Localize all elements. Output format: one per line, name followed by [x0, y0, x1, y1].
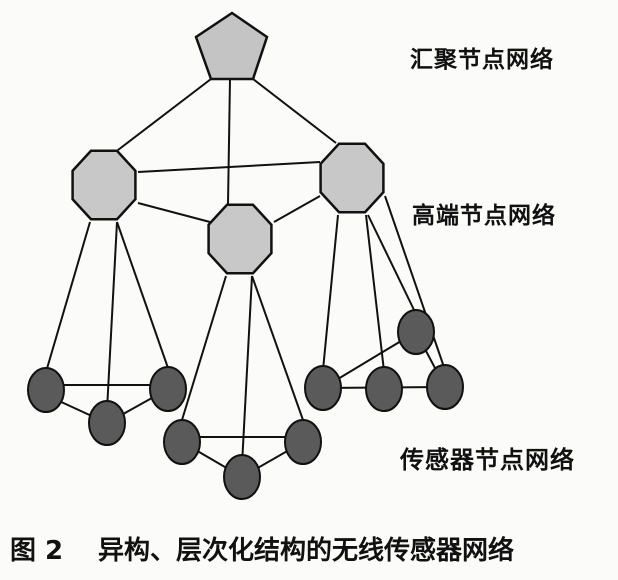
link-edge: [106, 221, 118, 411]
link-edge: [251, 275, 304, 421]
figure-title: 异构、层次化结构的无线传感器网络: [98, 536, 515, 566]
sensor-node-circle: [149, 366, 187, 412]
sensor-node-circle: [365, 366, 403, 412]
sensor-node-circle: [163, 419, 201, 465]
high-end-network-label: 高端节点网络: [412, 203, 556, 229]
sink-node-pentagon: [194, 11, 269, 81]
link-edge: [137, 161, 321, 173]
link-edge: [322, 214, 339, 371]
link-edge: [241, 275, 253, 466]
sensor-node-circle: [426, 364, 464, 410]
high-end-node-octagon: [207, 203, 273, 275]
figure-caption: 图 2 异构、层次化结构的无线传感器网络: [10, 530, 514, 567]
link-edge: [117, 78, 212, 151]
link-edge: [137, 202, 211, 223]
link-edge: [252, 78, 337, 144]
sensor-node-circle: [284, 419, 322, 465]
sink-network-label: 汇聚节点网络: [410, 47, 554, 73]
link-edge: [45, 221, 91, 373]
link-edge: [181, 275, 227, 421]
link-edge: [273, 195, 321, 223]
sensor-node-circle: [397, 309, 435, 355]
sensor-node-circle: [27, 367, 65, 413]
high-end-node-octagon: [319, 142, 385, 214]
link-edge: [367, 214, 417, 315]
sensor-network-label: 传感器节点网络: [400, 446, 575, 474]
high-end-node-octagon: [71, 149, 137, 221]
sensor-node-circle: [223, 454, 261, 500]
sensor-node-circle: [88, 400, 126, 446]
link-edge: [384, 195, 446, 371]
link-edge: [365, 214, 385, 372]
link-edge: [227, 78, 231, 205]
figure-number: 图 2: [10, 536, 64, 566]
sensor-node-circle: [304, 365, 342, 411]
link-edge: [116, 221, 169, 369]
nodes: [27, 11, 464, 500]
